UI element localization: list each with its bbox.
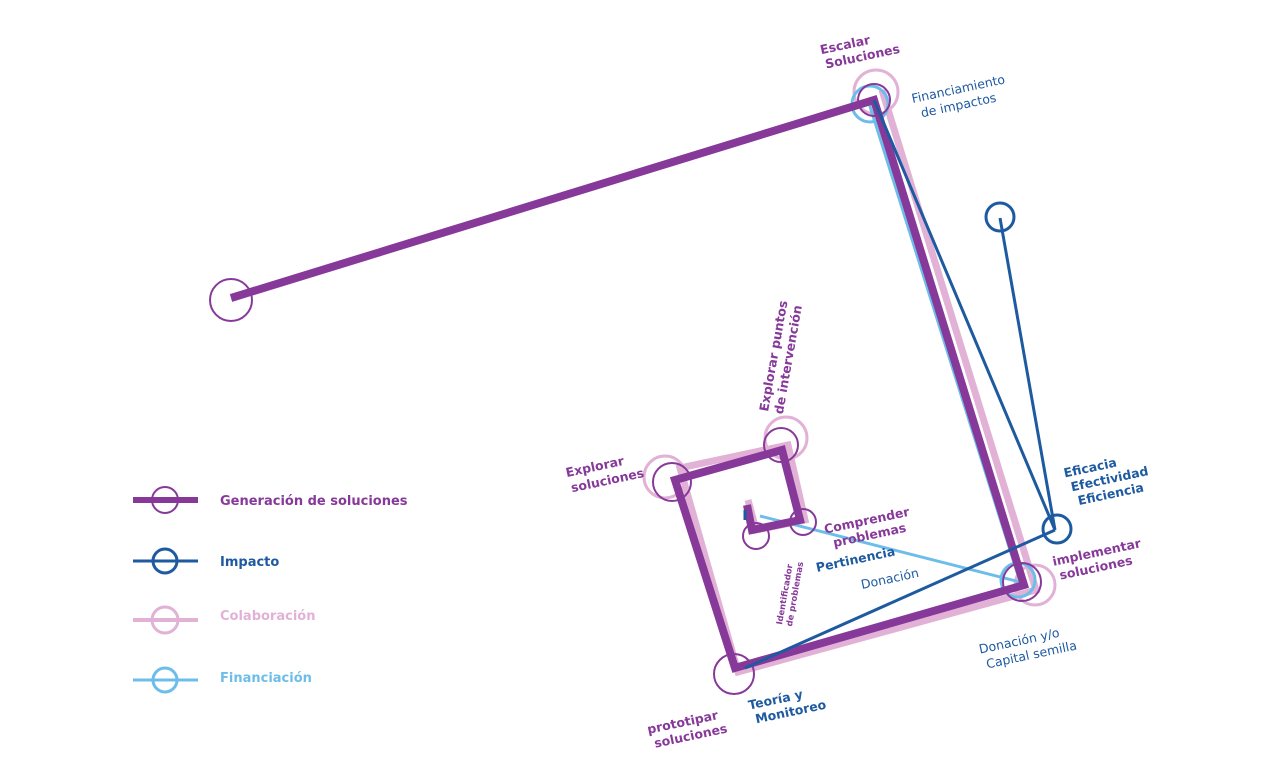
label-teoria: Teoría y Monitoreo [747, 682, 828, 727]
legend-item-generacion: Generación de soluciones [133, 486, 408, 514]
legend-label-impacto: Impacto [220, 555, 279, 570]
label-pertinencia: Pertinencia [815, 544, 897, 575]
impacto-line [872, 99, 1057, 531]
generacion-node-start [209, 278, 253, 322]
legend-circle-impacto [151, 547, 179, 575]
label-financiamiento: Financiamiento de impactos [910, 71, 1013, 122]
legend-label-generacion: Generación de soluciones [220, 494, 408, 509]
colaboracion-outer-line [675, 88, 1041, 677]
label-donacion-capital: Donación y/o Capital semilla [977, 622, 1078, 672]
legend-label-colaboracion: Colaboración [220, 609, 315, 624]
legend-item-colaboracion: Colaboración [133, 605, 315, 635]
label-donacion: Donación [860, 565, 921, 592]
generacion-node-implementar [1002, 562, 1042, 602]
generacion-node-explorar [652, 462, 692, 502]
generacion-node-prototipar [713, 653, 755, 695]
label-eficacia: Eficacia Efectividad Eficiencia [1062, 448, 1157, 510]
legend-circle-generacion [151, 486, 179, 514]
generacion-path [209, 83, 1042, 695]
generacion-node-puntos [763, 427, 799, 463]
impacto-node-top [984, 201, 1016, 233]
legend-circle-colaboracion [150, 605, 180, 635]
legend-item-impacto: Impacto [133, 547, 279, 575]
label-identificador: Identificador de problemas [775, 559, 806, 627]
label-explorar-puntos: Explorar puntos de intervención [756, 295, 806, 415]
legend-label-financiacion: Financiación [220, 671, 312, 686]
generacion-node-identificador [742, 522, 770, 550]
diagram-labels: Escalar Soluciones Financiamiento de imp… [564, 26, 1157, 752]
generacion-node-comprender [789, 508, 817, 536]
label-prototipar: prototipar soluciones [646, 706, 729, 752]
generacion-spiral-line [229, 95, 1030, 673]
label-explorar-soluciones: Explorar soluciones [564, 449, 645, 495]
legend-item-financiacion: Financiación [133, 666, 312, 694]
legend-circle-financiacion [151, 666, 179, 694]
impacto-teoria-line [744, 528, 1056, 670]
legend: Generación de soluciones Impacto Colabor… [133, 486, 408, 694]
impacto-path [743, 99, 1073, 670]
impacto-node-eficacia [1041, 513, 1073, 545]
label-implementar: implementar soluciones [1051, 534, 1150, 583]
generacion-node-escalar [857, 83, 891, 117]
label-escalar: Escalar Soluciones [819, 26, 901, 72]
financiacion-donacion-line [759, 514, 1021, 584]
